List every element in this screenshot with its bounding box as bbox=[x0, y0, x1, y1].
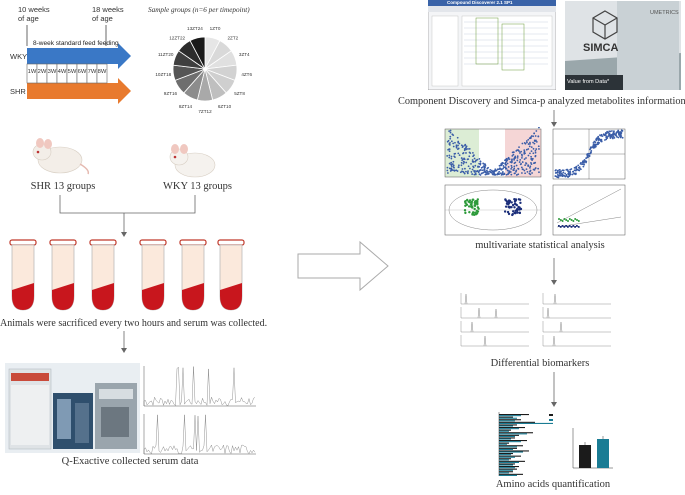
wky-rat-image bbox=[169, 144, 216, 178]
week-5: 5W bbox=[67, 69, 77, 75]
serum-tube-2 bbox=[49, 239, 77, 311]
serum-tube-4 bbox=[139, 239, 167, 311]
week-labels: 1W 2W 3W 4W 5W 6W 7W 8W bbox=[27, 69, 107, 75]
pie-slice-13 bbox=[189, 36, 206, 70]
serum-tube-3 bbox=[89, 239, 117, 311]
tubes-caption: Animals were sacrificed every two hours … bbox=[0, 318, 268, 329]
week-4: 4W bbox=[57, 69, 67, 75]
amino-bar-2 bbox=[597, 439, 609, 468]
q-exactive-instrument-image bbox=[5, 363, 140, 453]
simca-screenshot bbox=[565, 1, 681, 90]
pie-label-1: 1ZT0 bbox=[210, 26, 221, 31]
tubes-down-arrow bbox=[121, 331, 127, 353]
workflow-big-arrow bbox=[297, 240, 389, 292]
simca-tagline: Value from Data* bbox=[567, 79, 610, 85]
instrument-caption: Q-Exactive collected serum data bbox=[61, 456, 199, 467]
compound-discoverer-title: Compound Discoverer 2.1 SP1 bbox=[447, 0, 513, 5]
arrow-software-to-mva bbox=[551, 110, 557, 127]
group-merge-bracket bbox=[59, 195, 196, 237]
differential-caption: Differential biomarkers bbox=[490, 358, 590, 369]
amino-bar-1 bbox=[579, 445, 591, 468]
serum-data-chromatograms bbox=[143, 366, 256, 455]
pie-label-4: 4ZT6 bbox=[241, 72, 252, 77]
wky-label: WKY bbox=[10, 52, 28, 61]
pie-label-6: 6ZT10 bbox=[218, 104, 232, 109]
week-7: 7W bbox=[87, 69, 97, 75]
simca-brand: SIMCA bbox=[583, 42, 619, 54]
shr-label: SHR bbox=[10, 87, 26, 96]
pie-label-9: 9ZT16 bbox=[164, 91, 178, 96]
software-caption: Component Discovery and Simca-p analyzed… bbox=[398, 96, 685, 107]
arrow-biomarkers-to-amino bbox=[551, 372, 557, 407]
sample-groups-pie: 1ZT0 2ZT2 3ZT4 4ZT6 5ZT8 6ZT10 7ZT12 8ZT14 9ZT16… bbox=[155, 26, 252, 114]
serum-tubes bbox=[9, 239, 245, 311]
compound-discoverer-screenshot bbox=[428, 0, 556, 90]
pie-label-13: 13ZT24 bbox=[187, 26, 203, 31]
pie-label-8: 8ZT14 bbox=[179, 104, 193, 109]
pie-label-2: 2ZT2 bbox=[227, 36, 238, 41]
amino-acid-quantification-charts bbox=[498, 412, 613, 476]
amino-caption: Amino acids quantification bbox=[495, 479, 611, 490]
pie-label-7: 7ZT12 bbox=[198, 109, 212, 114]
wky-groups-label: WKY 13 groups bbox=[162, 181, 233, 192]
week-3: 3W bbox=[47, 69, 57, 75]
pie-label-3: 3ZT4 bbox=[239, 52, 250, 57]
week-6: 6W bbox=[77, 69, 87, 75]
week-1: 1W bbox=[27, 69, 37, 75]
pie-title: Sample groups (n=6 per timepoint) bbox=[148, 6, 250, 14]
serum-tube-6 bbox=[217, 239, 245, 311]
week-2: 2W bbox=[37, 69, 47, 75]
serum-tube-5 bbox=[179, 239, 207, 311]
multivariate-plots bbox=[444, 127, 626, 236]
shr-rat-image bbox=[32, 138, 90, 175]
timeline-diagram bbox=[26, 25, 131, 104]
week-8: 8W bbox=[97, 69, 107, 75]
pie-label-10: 10ZT18 bbox=[155, 72, 171, 77]
wky-arrow bbox=[27, 43, 131, 69]
feeding-label: 8-week standard feed feeding bbox=[33, 40, 119, 47]
differential-biomarker-chromatograms bbox=[460, 293, 611, 347]
multivariate-caption: multivariate statistical analysis bbox=[475, 240, 605, 251]
serum-tube-1 bbox=[9, 239, 37, 311]
shr-arrow bbox=[27, 78, 131, 104]
pie-label-12: 12ZT22 bbox=[169, 36, 185, 41]
pie-label-11: 11ZT20 bbox=[158, 52, 174, 57]
shr-groups-label: SHR 13 groups bbox=[30, 181, 96, 192]
arrow-mva-to-biomarkers bbox=[551, 258, 557, 285]
pie-label-5: 5ZT8 bbox=[234, 91, 245, 96]
umetrics-logo: UMETRICS bbox=[650, 10, 679, 16]
